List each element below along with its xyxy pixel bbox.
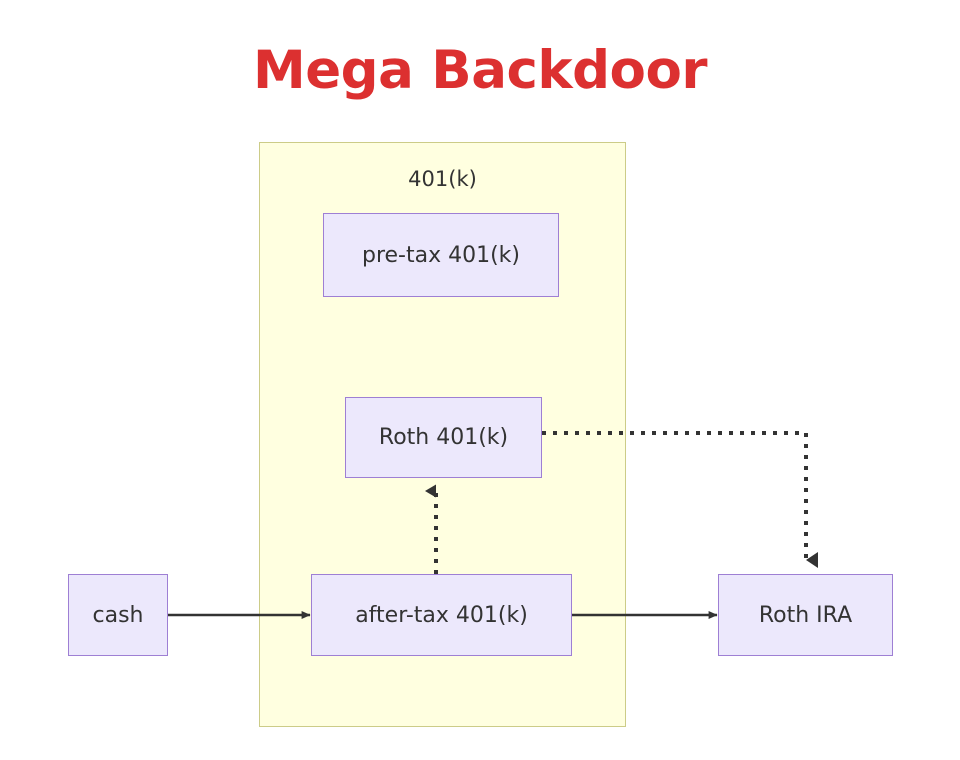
node-pre-tax-401k[interactable]: pre-tax 401(k) [323, 213, 559, 297]
page-title: Mega Backdoor [252, 40, 708, 101]
node-after-tax-401k[interactable]: after-tax 401(k) [311, 574, 572, 656]
node-roth-ira[interactable]: Roth IRA [718, 574, 893, 656]
node-cash[interactable]: cash [68, 574, 168, 656]
subgraph-label-401k: 401(k) [408, 167, 477, 191]
node-roth-401k[interactable]: Roth 401(k) [345, 397, 542, 478]
